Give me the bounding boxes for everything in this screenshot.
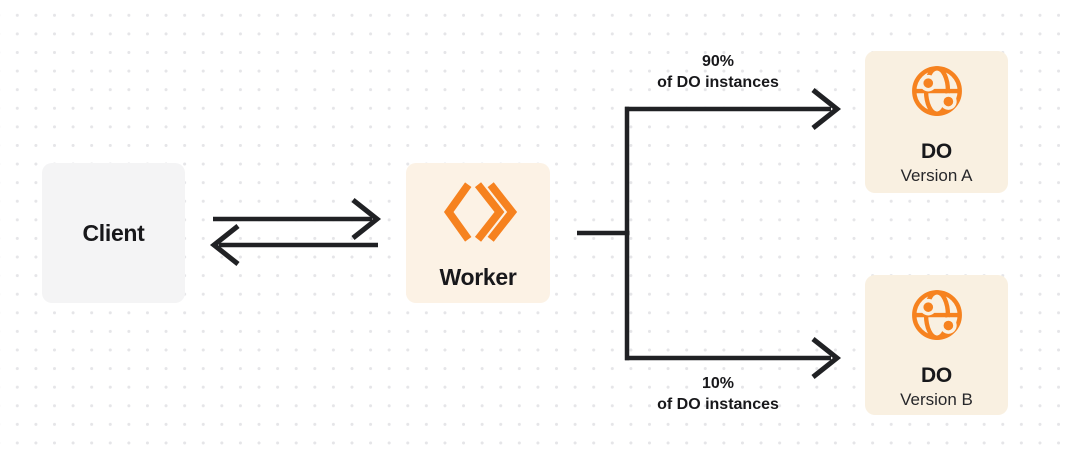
branch-caption-b: of DO instances [657,396,779,413]
branch-arrow-to-version-a [625,88,842,130]
do-b-title: DO [920,364,953,387]
branch-label-version-b: 10% of DO instances [598,373,838,415]
do-b-subtitle: Version B [900,390,973,409]
branch-percent-a: 90% [701,53,735,70]
workers-chevrons-icon [443,182,517,242]
branch-percent-b: 10% [701,375,735,392]
worker-to-client-response-arrow [209,224,378,266]
globe-icon [911,290,962,340]
globe-icon [911,66,962,116]
worker-label: Worker [439,264,517,290]
client-to-worker-request-arrow [213,198,382,240]
do-a-subtitle: Version A [900,166,973,185]
branch-arrow-to-version-b [625,337,842,379]
worker-node: Worker [406,163,550,303]
client-node: Client [42,163,185,303]
worker-branch-connector [577,106,630,361]
branch-caption-a: of DO instances [657,74,779,91]
branch-label-version-a: 90% of DO instances [598,51,838,93]
client-label: Client [82,219,145,246]
do-version-a-node: DO Version A [865,51,1008,193]
do-version-b-node: DO Version B [865,275,1008,415]
do-a-title: DO [920,140,953,163]
